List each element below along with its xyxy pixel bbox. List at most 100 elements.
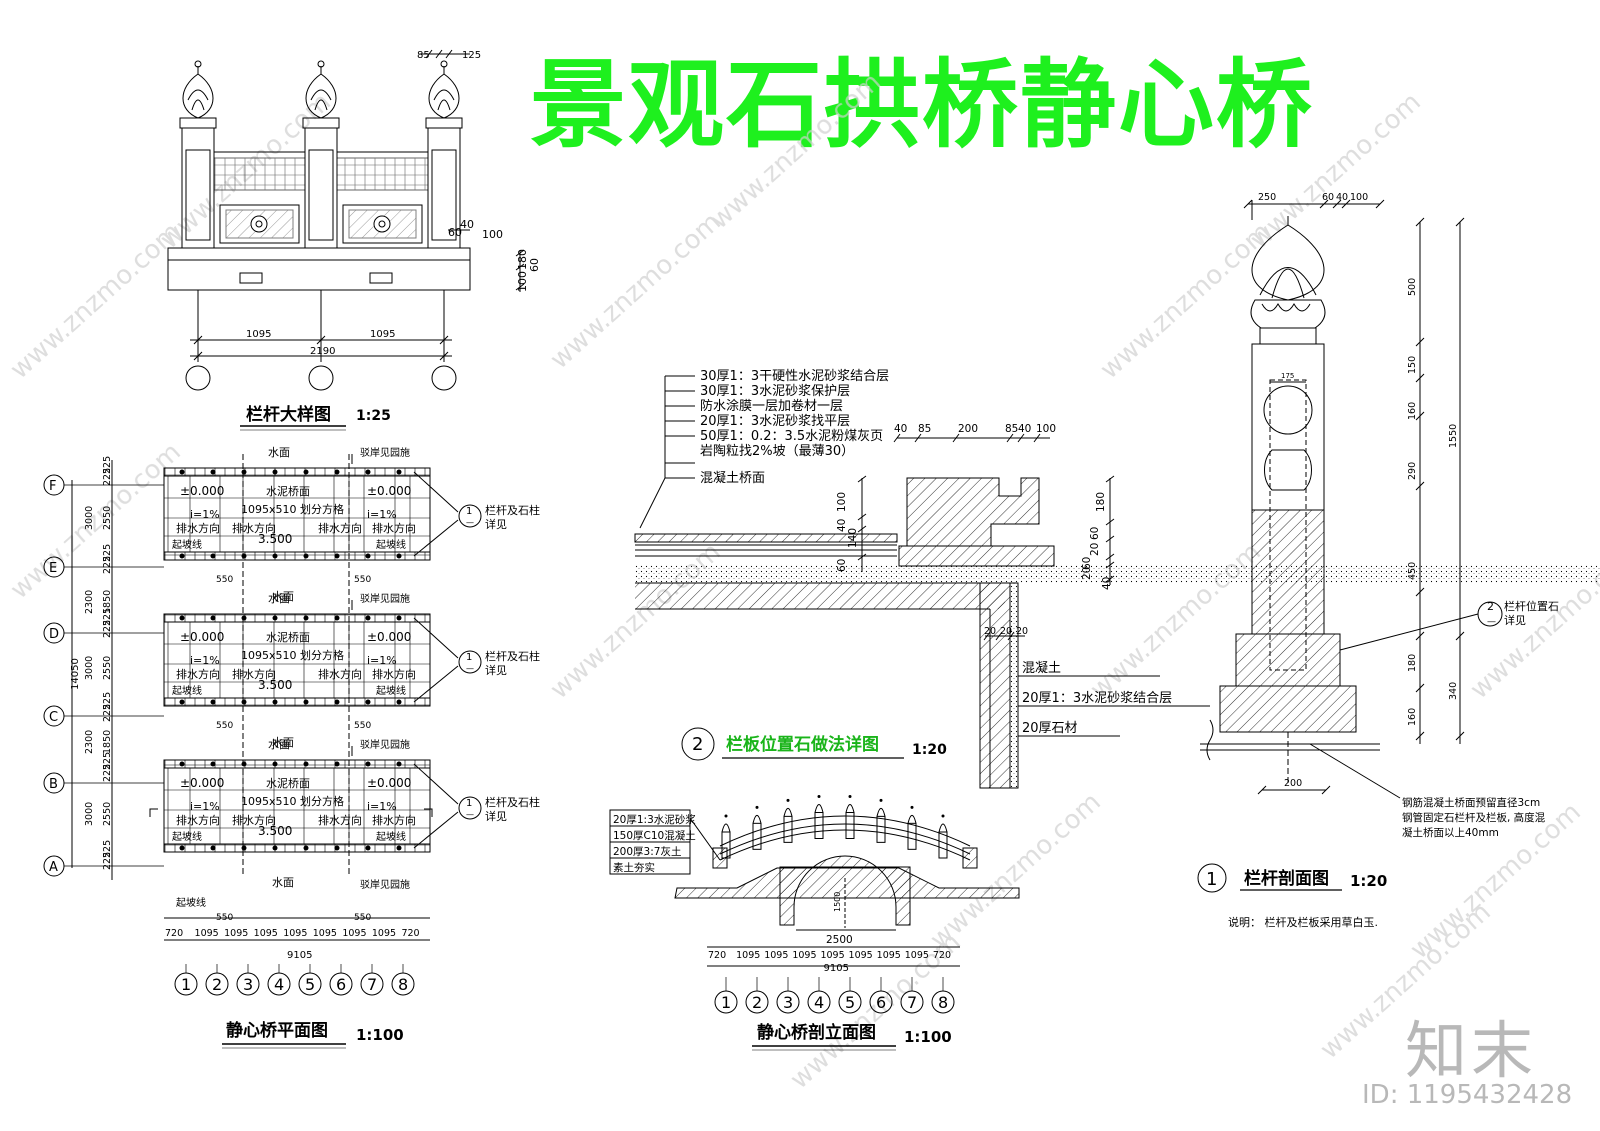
plan-kerb-label: 起坡线 [172, 684, 202, 697]
detail-2-scale: 1:20 [912, 742, 947, 758]
plan-water-label: 水面 [268, 592, 290, 605]
plan-grid-label: 4 [274, 975, 284, 994]
plan-bottom-dim: 1095 [342, 928, 366, 939]
plan-grid-label: 1095x510 划分方格 [241, 502, 344, 516]
dim-v100: 100 [516, 271, 529, 292]
plan-drain-label: 排水方向 [232, 667, 276, 681]
plan-surface-label: 水泥桥面 [266, 631, 310, 644]
plan-revetment-label: 驳岸见园施 [360, 738, 410, 751]
plan-post [179, 761, 185, 767]
plan-drain-label: 排水方向 [176, 813, 220, 827]
plan-elevation-left: ±0.000 [180, 484, 224, 498]
plan-post [210, 761, 216, 767]
plan-left-dim: 3000 [84, 656, 95, 680]
section-post [752, 822, 762, 850]
plan-post [303, 845, 309, 851]
drawing-title: 景观石拱桥静心桥 [530, 49, 1314, 161]
plan-elevation-left: ±0.000 [180, 776, 224, 790]
plan-axis-label: E [49, 561, 57, 576]
watermark-text: www.znzmo.com [545, 537, 727, 705]
plan-leader [413, 519, 459, 557]
plan-slope-left: i=1% [190, 654, 220, 667]
plan-left-dim: 225 [102, 556, 113, 574]
plan-leader [413, 617, 459, 659]
section-drawing [609, 809, 1020, 967]
section-grid-label: 1 [721, 993, 731, 1012]
plan-axis-label: C [49, 710, 58, 725]
plan-callout-num: 1 [466, 652, 472, 663]
section-bottom-dim: 1095 [849, 950, 873, 961]
section-bottom-dim: 1095 [820, 950, 844, 961]
detail-2-layer-label: 50厚1：0.2：3.5水泥粉煤灰页 [700, 429, 883, 444]
watermark-text: www.znzmo.com [1245, 87, 1427, 255]
dim-span1: 1095 [246, 329, 271, 340]
section-post [876, 815, 886, 843]
detail-2-num: 2 [692, 734, 703, 755]
plan-grid-label: 2 [212, 975, 222, 994]
plan-post [241, 761, 247, 767]
plan-kerb-label: 起坡线 [376, 830, 406, 843]
plan-kerb-label: 起坡线 [376, 684, 406, 697]
dim-100: 100 [482, 228, 503, 241]
section-post-finial [752, 814, 762, 824]
detail-1-note-1: 钢筋混凝土桥面预留直径3cm [1402, 796, 1540, 809]
section-bottom-dim: 1095 [764, 950, 788, 961]
plan-small-dim: 550 [354, 575, 371, 585]
section-layer-label: 200厚3:7灰土 [613, 845, 681, 858]
section-post-tip [848, 795, 852, 799]
plan-post [272, 469, 278, 475]
watermark-text: www.znzmo.com [1465, 537, 1600, 705]
plan-bottom-revetment: 驳岸见园施 [360, 878, 410, 891]
plan-left-dim: 3000 [84, 802, 95, 826]
plan-post [396, 699, 402, 705]
detail-1-right-dim: 160 [1407, 402, 1418, 420]
plan-surface-label: 水泥桥面 [266, 777, 310, 790]
detail-2-right-dim: 180 [1095, 492, 1107, 512]
detail-1-explain: 说明： 栏杆及栏板采用草白玉. [1228, 915, 1378, 929]
plan-post [241, 469, 247, 475]
section-grid-label: 3 [783, 993, 793, 1012]
detail-1-right-dim: 180 [1407, 654, 1418, 672]
section-bottom-dim: 1095 [905, 950, 929, 961]
section-scale: 1:100 [904, 1028, 952, 1046]
detail-1-inner-dim: 175 [1281, 372, 1294, 380]
plan-axis-label: A [49, 860, 58, 875]
plan-railing-top [163, 467, 431, 477]
plan-left-dim: 3000 [84, 506, 95, 530]
plan-grid-label: 7 [367, 975, 377, 994]
detail-2-right-dim: 60 [1089, 527, 1101, 540]
detail-2-top-dim: 40 [1018, 423, 1031, 435]
plan-kerb-label: 起坡线 [376, 538, 406, 551]
plan-left-dim: 225 [102, 852, 113, 870]
detail-2-layer-label: 30厚1：3干硬性水泥砂浆结合层 [700, 369, 889, 384]
plan-left-dim: 2300 [84, 730, 95, 754]
plan-post [396, 845, 402, 851]
plan-grid-label: 1095x510 划分方格 [241, 794, 344, 808]
plan-post [210, 699, 216, 705]
detail-2-label: 20厚石材 [1022, 721, 1078, 736]
section-post-finial [938, 823, 948, 833]
plan-post [365, 845, 371, 851]
detail-1-total: 1550 [1448, 424, 1459, 448]
section-layer-label: 150厚C10混凝土 [613, 829, 696, 842]
plan-axis-label: B [49, 777, 58, 792]
plan-post [210, 553, 216, 559]
detail-1-top-dim: 60 [1322, 192, 1334, 203]
dim-60: 60 [448, 226, 462, 239]
plan-small-dim: 550 [216, 575, 233, 585]
dim-v180: 180 [516, 249, 529, 270]
watermark-text: www.znzmo.com [925, 787, 1107, 955]
plan-drain-label: 排水方向 [318, 521, 362, 535]
plan-callout-sub: 详见 [485, 809, 507, 823]
section-post-tip [910, 805, 914, 809]
railing-dims-text: 85 125 40 60 100 100 180 60 1095 1095 21… [246, 50, 541, 357]
railing-post-right [425, 60, 463, 249]
plan-drain-label: 排水方向 [372, 521, 416, 535]
plan-callout-dash: — [466, 664, 474, 673]
plan-railing-top [163, 759, 431, 769]
plan-post [210, 615, 216, 621]
plan-post [334, 553, 340, 559]
